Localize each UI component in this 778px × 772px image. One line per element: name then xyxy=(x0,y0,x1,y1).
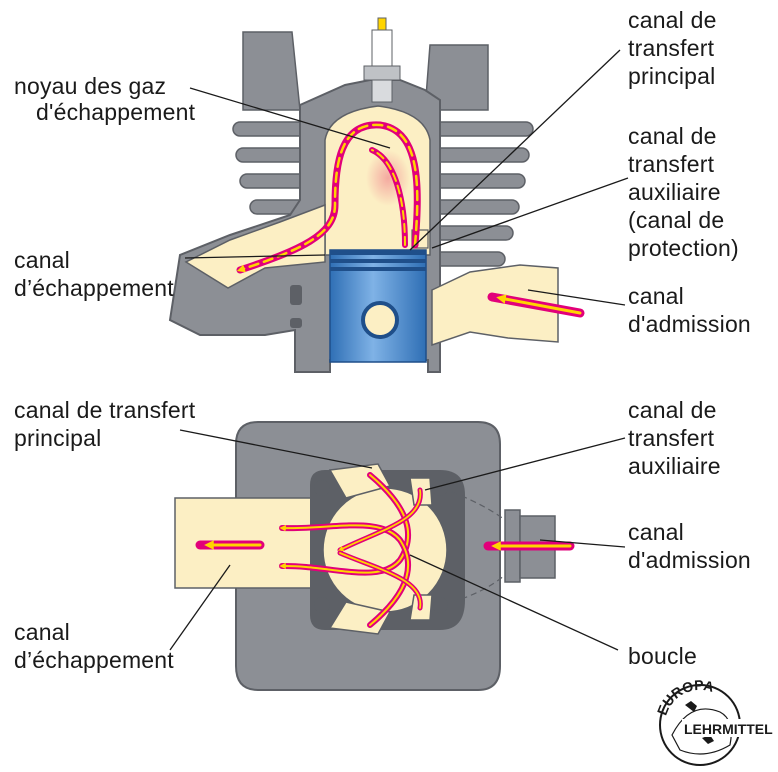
label-loop: boucle xyxy=(628,643,697,669)
europa-lehrmittel-logo: EUROPA LEHRMITTEL xyxy=(654,677,776,766)
cylinder-top-view xyxy=(174,421,575,691)
label-exhaust-bottom: canal d’échappement xyxy=(14,619,174,673)
spark-plug xyxy=(363,17,401,103)
label-intake-top: canal d'admission xyxy=(628,283,751,337)
label-aux-transfer-bottom: canal de transfert auxiliaire xyxy=(628,397,723,479)
cooling-fins xyxy=(232,31,534,267)
label-exhaust-top: canal d’échappement xyxy=(14,247,174,301)
flow-arrows-top xyxy=(236,121,585,318)
labels: noyau des gaz d'échappement canal de tra… xyxy=(14,7,751,673)
label-intake-bottom: canal d'admission xyxy=(628,519,751,573)
label-exhaust-core: noyau des gaz d'échappement xyxy=(14,73,196,125)
piston xyxy=(329,249,427,363)
label-main-transfer-bottom: canal de transfert principal xyxy=(14,397,202,451)
flow-arrows-bottom xyxy=(195,472,575,628)
exhaust-channel xyxy=(184,203,326,289)
piston-pin xyxy=(361,301,399,339)
main-transfer-port-bottom xyxy=(328,601,392,635)
cylinder-section xyxy=(168,17,585,373)
label-main-transfer-top: canal de transfert principal xyxy=(628,7,723,89)
intake-channel xyxy=(431,264,559,347)
leader-lines xyxy=(169,49,629,651)
label-aux-transfer-top: canal de transfert auxiliaire (canal de … xyxy=(628,123,739,261)
logo-band-text: LEHRMITTEL xyxy=(684,721,773,737)
